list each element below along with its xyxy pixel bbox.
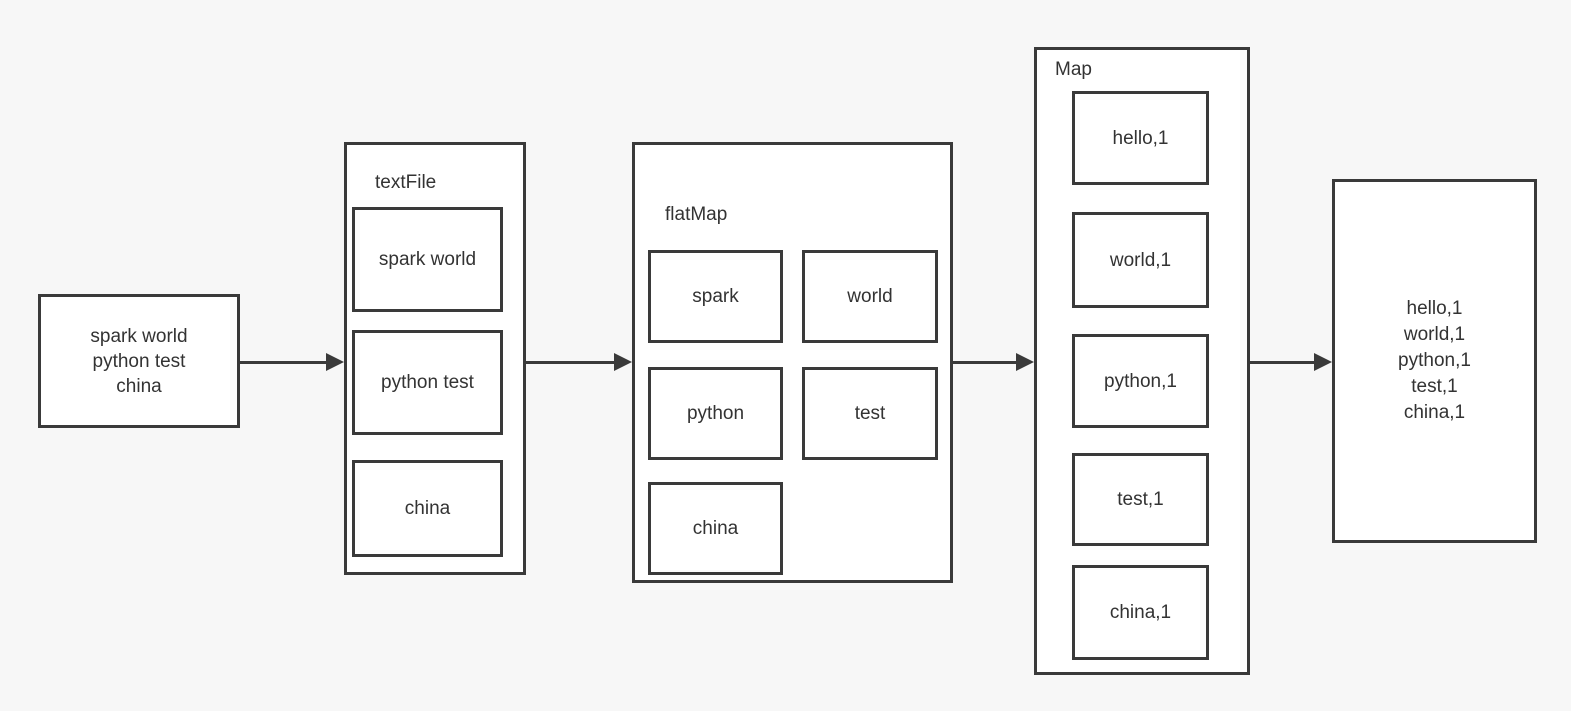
stage-textfile: textFile spark world python test china <box>344 142 526 575</box>
input-text-lines: spark world python test china <box>90 324 187 399</box>
stage-map: Map hello,1 world,1 python,1 test,1 chin… <box>1034 47 1250 675</box>
word-box: python test <box>352 330 503 435</box>
flow-arrow-textfile-to-flatmap <box>526 353 632 371</box>
pair-box: test,1 <box>1072 453 1209 546</box>
word-box: test <box>802 367 938 460</box>
word-box: world <box>802 250 938 343</box>
arrow-head-icon <box>326 353 344 371</box>
word-box: china <box>352 460 503 557</box>
word-box: spark world <box>352 207 503 312</box>
input-line: spark world <box>90 325 188 347</box>
output-line: test,1 <box>1411 376 1458 397</box>
word-box: spark <box>648 250 783 343</box>
flow-arrow-flatmap-to-map <box>953 353 1034 371</box>
word-box: china <box>648 482 783 575</box>
arrow-head-icon <box>1016 353 1034 371</box>
input-line: python test <box>92 350 186 372</box>
pair-box: hello,1 <box>1072 91 1209 185</box>
pair-box: python,1 <box>1072 334 1209 428</box>
stage-map-label: Map <box>1055 59 1092 80</box>
flow-arrow-input-to-textfile <box>240 353 344 371</box>
output-line: china,1 <box>1403 402 1466 423</box>
output-line: hello,1 <box>1406 298 1463 319</box>
input-line: china <box>116 375 162 397</box>
arrow-head-icon <box>614 353 632 371</box>
arrow-line <box>1250 360 1314 364</box>
arrow-line <box>240 360 326 364</box>
stage-textfile-label: textFile <box>375 172 437 193</box>
flow-arrow-map-to-output <box>1250 353 1332 371</box>
stage-flatmap-label: flatMap <box>665 204 728 225</box>
pair-box: world,1 <box>1072 212 1209 308</box>
input-text-node: spark world python test china <box>38 294 240 428</box>
arrow-head-icon <box>1314 353 1332 371</box>
output-text-lines: hello,1 world,1 python,1 test,1 china,1 <box>1398 296 1471 426</box>
output-line: world,1 <box>1403 324 1466 345</box>
pair-box: china,1 <box>1072 565 1209 660</box>
arrow-line <box>526 360 614 364</box>
arrow-line <box>953 360 1016 364</box>
output-result-node: hello,1 world,1 python,1 test,1 china,1 <box>1332 179 1537 543</box>
stage-flatmap: flatMap spark world python test china <box>632 142 953 583</box>
word-box: python <box>648 367 783 460</box>
output-line: python,1 <box>1398 350 1471 371</box>
